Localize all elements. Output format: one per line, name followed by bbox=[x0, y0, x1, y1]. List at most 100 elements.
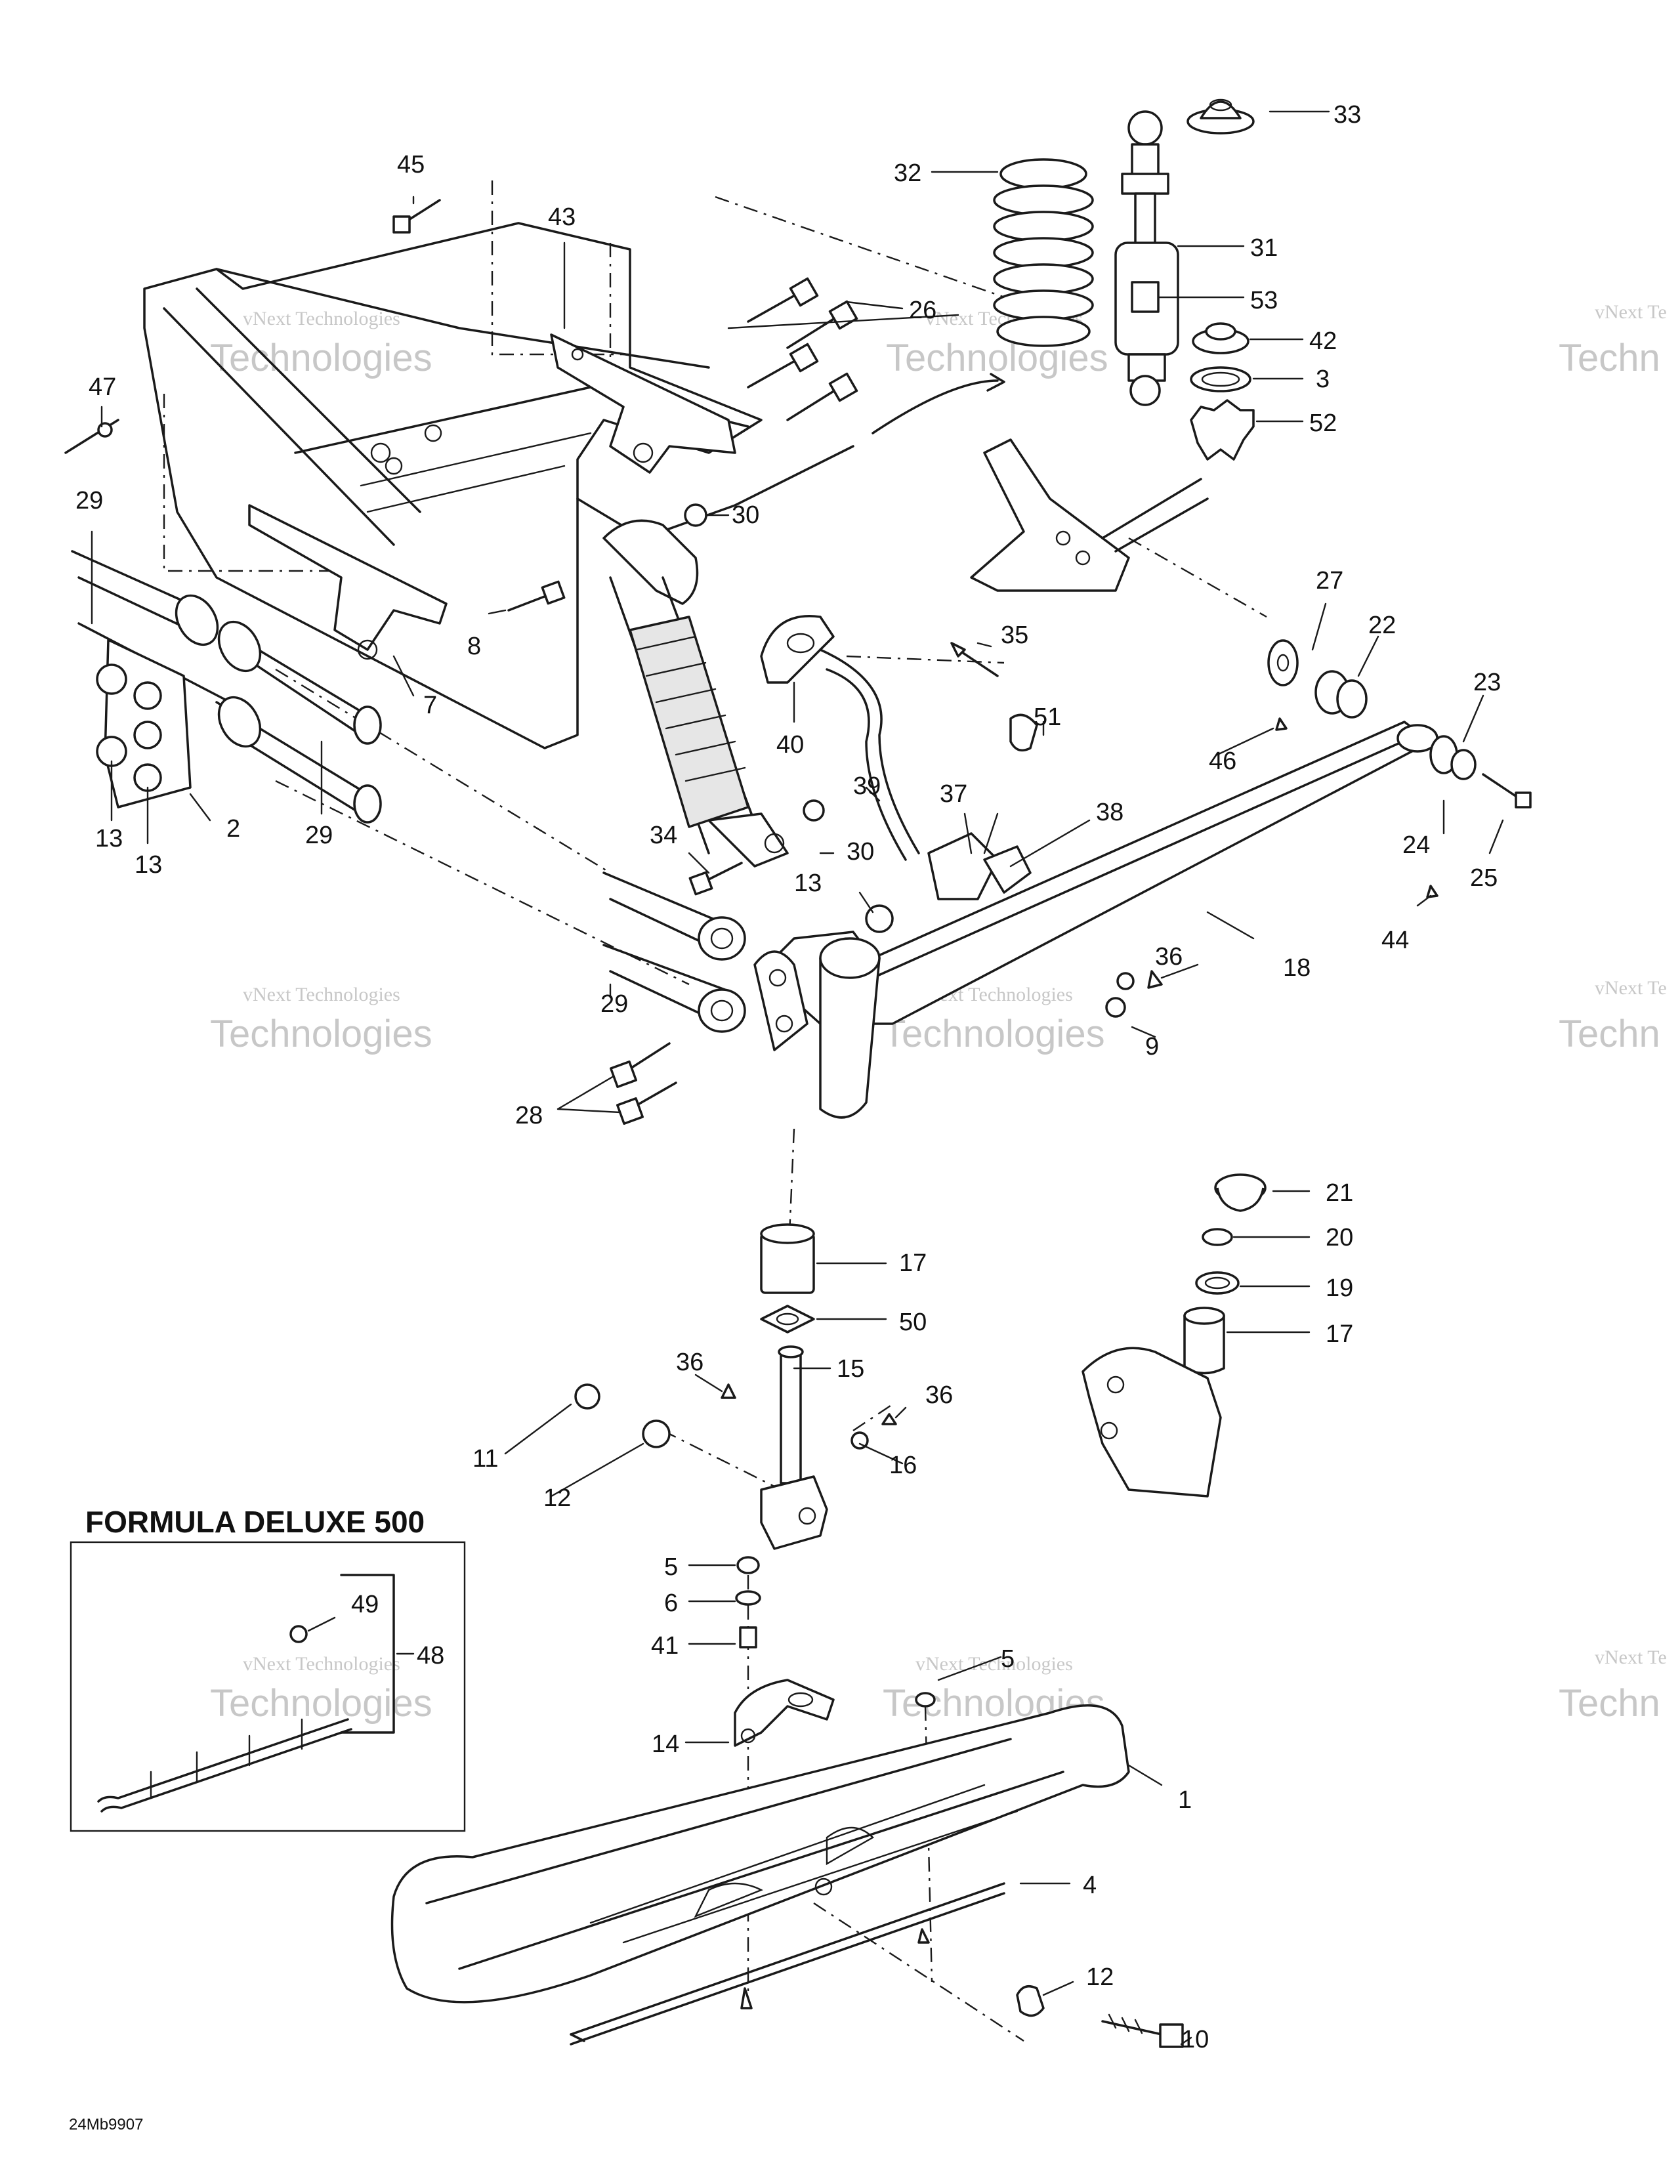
callout-labels: 45 43 26 32 33 31 53 42 3 52 47 29 30 8 … bbox=[75, 101, 1501, 2053]
callout-36-beam: 36 bbox=[1155, 943, 1183, 971]
callout-29-low: 29 bbox=[600, 990, 628, 1018]
watermark-text: Technologies bbox=[210, 1013, 432, 1055]
watermark-text: vNext Technologies bbox=[243, 984, 400, 1005]
watermark-text: Technologies bbox=[210, 1682, 432, 1725]
callout-22: 22 bbox=[1368, 612, 1396, 639]
callout-29-top: 29 bbox=[75, 487, 103, 514]
callout-9: 9 bbox=[1145, 1033, 1159, 1060]
callout-24: 24 bbox=[1402, 831, 1430, 859]
bushings-27-22-23-24 bbox=[1267, 639, 1477, 898]
bolts-misc bbox=[64, 199, 1532, 1125]
watermark-text: vNext Te bbox=[1595, 977, 1667, 999]
leader-lines bbox=[91, 110, 1504, 2046]
bolts-26 bbox=[727, 277, 1005, 434]
callout-23: 23 bbox=[1473, 669, 1501, 696]
callout-10: 10 bbox=[1181, 2026, 1209, 2053]
callout-41: 41 bbox=[651, 1632, 679, 1660]
callout-1: 1 bbox=[1178, 1786, 1192, 1814]
callout-39: 39 bbox=[853, 772, 881, 800]
watermark-text: Technologies bbox=[210, 337, 432, 379]
callout-19: 19 bbox=[1326, 1274, 1353, 1302]
cap-33 bbox=[1186, 98, 1255, 135]
watermark-text: Techn bbox=[1559, 1682, 1660, 1725]
callout-35: 35 bbox=[1001, 621, 1028, 649]
callout-26: 26 bbox=[909, 297, 936, 324]
drawing-code: 24Mb9907 bbox=[69, 2116, 143, 2133]
ski-saddle-14 bbox=[734, 1679, 835, 1747]
callout-42: 42 bbox=[1309, 327, 1337, 355]
ski-1 bbox=[390, 1704, 1130, 2004]
callout-44: 44 bbox=[1381, 927, 1409, 954]
callout-3: 3 bbox=[1316, 366, 1330, 393]
watermark-text: Techn bbox=[1559, 1013, 1660, 1055]
watermark-text: vNext Te bbox=[1595, 301, 1667, 323]
callout-51: 51 bbox=[1034, 704, 1061, 731]
shock-absorber-boot bbox=[602, 519, 789, 868]
bracket-43 bbox=[550, 333, 736, 474]
callout-20: 20 bbox=[1326, 1224, 1353, 1251]
callout-36-left: 36 bbox=[676, 1349, 704, 1376]
inset-formula-deluxe: FORMULA DELUXE 500 bbox=[70, 1505, 466, 1832]
watermark-text: vNext Technologies bbox=[243, 308, 400, 329]
callout-18: 18 bbox=[1283, 954, 1311, 982]
watermark-text: Technologies bbox=[883, 1013, 1105, 1055]
coil-spring-32 bbox=[993, 158, 1094, 347]
watermarks: vNext Technologies Technologies vNext Te… bbox=[210, 301, 1667, 1725]
plate-2 bbox=[96, 639, 192, 808]
callout-6: 6 bbox=[664, 1589, 678, 1617]
callout-21: 21 bbox=[1326, 1179, 1353, 1207]
watermark-text: vNext Technologies bbox=[243, 1653, 400, 1675]
frame-right-detail bbox=[970, 438, 1209, 592]
callout-5-stack: 5 bbox=[664, 1553, 678, 1581]
callout-37: 37 bbox=[940, 780, 967, 808]
callout-14: 14 bbox=[652, 1731, 679, 1758]
callout-11: 11 bbox=[472, 1445, 498, 1473]
callout-12-upper: 12 bbox=[543, 1484, 571, 1512]
spindle-fasteners bbox=[574, 1383, 897, 1450]
callout-16: 16 bbox=[889, 1452, 917, 1479]
callout-8: 8 bbox=[467, 633, 481, 660]
callout-49: 49 bbox=[351, 1591, 379, 1618]
callout-48: 48 bbox=[417, 1642, 444, 1670]
callout-31: 31 bbox=[1250, 234, 1278, 262]
kingpin-cap-assembly bbox=[1082, 1173, 1267, 1498]
shock-31 bbox=[1114, 110, 1179, 406]
callout-38: 38 bbox=[1096, 799, 1124, 826]
callout-40: 40 bbox=[776, 731, 804, 759]
callout-33: 33 bbox=[1334, 101, 1361, 129]
callout-17-right: 17 bbox=[1326, 1320, 1353, 1348]
callout-17-center: 17 bbox=[899, 1250, 927, 1277]
callout-4: 4 bbox=[1083, 1872, 1097, 1899]
callout-36-right: 36 bbox=[925, 1381, 953, 1409]
callout-15: 15 bbox=[837, 1355, 864, 1383]
callout-30-top: 30 bbox=[732, 501, 759, 529]
callout-28: 28 bbox=[515, 1102, 543, 1129]
callout-47: 47 bbox=[89, 373, 116, 401]
steering-arm-40 bbox=[760, 615, 1038, 900]
callout-32: 32 bbox=[894, 159, 921, 187]
callout-5-ski: 5 bbox=[1001, 1645, 1015, 1673]
watermark-text: vNext Technologies bbox=[915, 1653, 1073, 1675]
callout-46: 46 bbox=[1209, 747, 1236, 775]
callout-25: 25 bbox=[1470, 864, 1498, 892]
callout-2: 2 bbox=[226, 815, 240, 843]
callout-29-mid: 29 bbox=[305, 822, 333, 849]
callout-45: 45 bbox=[397, 151, 425, 178]
callout-30-mid: 30 bbox=[847, 838, 874, 866]
callout-12-lower: 12 bbox=[1086, 1964, 1114, 1991]
callout-7: 7 bbox=[423, 692, 437, 719]
small-nuts bbox=[1105, 970, 1163, 1018]
callout-13-left: 13 bbox=[95, 825, 123, 852]
bracket-7 bbox=[248, 504, 448, 660]
callout-13-mid: 13 bbox=[794, 870, 822, 897]
ski-leg-18 bbox=[753, 721, 1438, 1119]
callout-13-lower: 13 bbox=[135, 851, 162, 879]
callout-50: 50 bbox=[899, 1309, 927, 1336]
watermark-text: Techn bbox=[1559, 337, 1660, 379]
callout-27: 27 bbox=[1316, 567, 1343, 595]
washer-stack bbox=[735, 1556, 936, 1708]
callout-52: 52 bbox=[1309, 410, 1337, 437]
radius-rods-29 bbox=[71, 550, 746, 1033]
callout-43: 43 bbox=[548, 203, 576, 231]
